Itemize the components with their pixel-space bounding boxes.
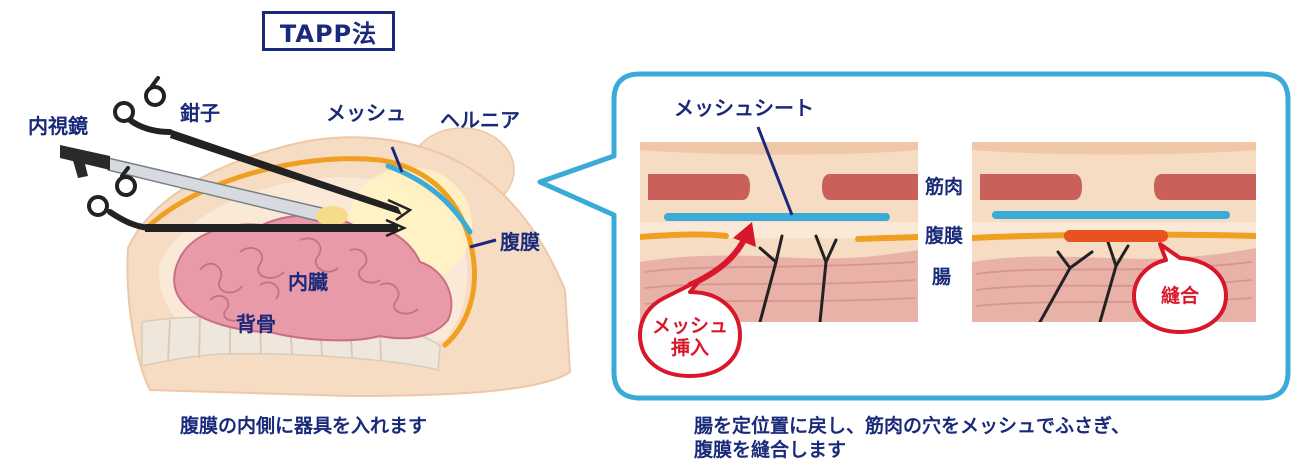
mesh-pointer <box>390 146 404 173</box>
mesh-insert-line1: メッシュ <box>651 315 728 337</box>
endoscope <box>60 145 348 226</box>
intestine-label: 腸 <box>932 266 952 288</box>
viscera-label: 内臓 <box>288 270 328 294</box>
mesh-insert-text: メッシュ 挿入 <box>640 315 740 360</box>
mesh-sheet-label: メッシュシート <box>674 96 814 120</box>
peritoneum-label: 腹膜 <box>500 230 540 254</box>
peritoneum-pointer <box>469 238 497 249</box>
mesh-label: メッシュ <box>326 101 406 125</box>
left-caption: 腹膜の内側に器具を入れます <box>180 415 428 437</box>
muscle-left-a <box>648 174 750 200</box>
forceps-upper <box>113 76 413 222</box>
peritoneum-left-a <box>640 231 729 240</box>
mesh-sheet-pointer <box>756 126 794 216</box>
right-caption-line1: 腸を定位置に戻し、筋肉の穴をメッシュでふさぎ、 <box>694 415 1131 437</box>
right-caption-line2: 腹膜を縫合します <box>694 438 847 461</box>
page-title: TAPP法 <box>262 11 395 51</box>
peritoneum-line <box>147 156 477 348</box>
spine-label: 背骨 <box>236 312 276 336</box>
peritoneum-label-right: 腹膜 <box>925 225 964 247</box>
forceps-label: 鉗子 <box>180 101 220 125</box>
suture-badge <box>1132 242 1228 334</box>
mesh-insert-line2: 挿入 <box>670 336 709 359</box>
forceps-lower <box>87 166 408 238</box>
muscle-right-a <box>822 174 918 200</box>
mesh-line <box>385 163 473 235</box>
suture-text: 縫合 <box>1160 285 1199 307</box>
muscle-left-b <box>980 174 1082 200</box>
mesh-insert-badge <box>638 278 742 378</box>
hernia-label: ヘルニア <box>440 108 520 132</box>
right-caption: 腸を定位置に戻し、筋肉の穴をメッシュでふさぎ、 腹膜を縫合します <box>694 415 1130 463</box>
muscle-label: 筋肉 <box>925 176 964 198</box>
viscera <box>173 214 453 342</box>
muscle-right-b <box>1154 174 1256 200</box>
endoscope-label: 内視鏡 <box>28 114 88 138</box>
peritoneum-right-a <box>855 234 918 242</box>
abdomen-cross-section <box>126 127 572 398</box>
